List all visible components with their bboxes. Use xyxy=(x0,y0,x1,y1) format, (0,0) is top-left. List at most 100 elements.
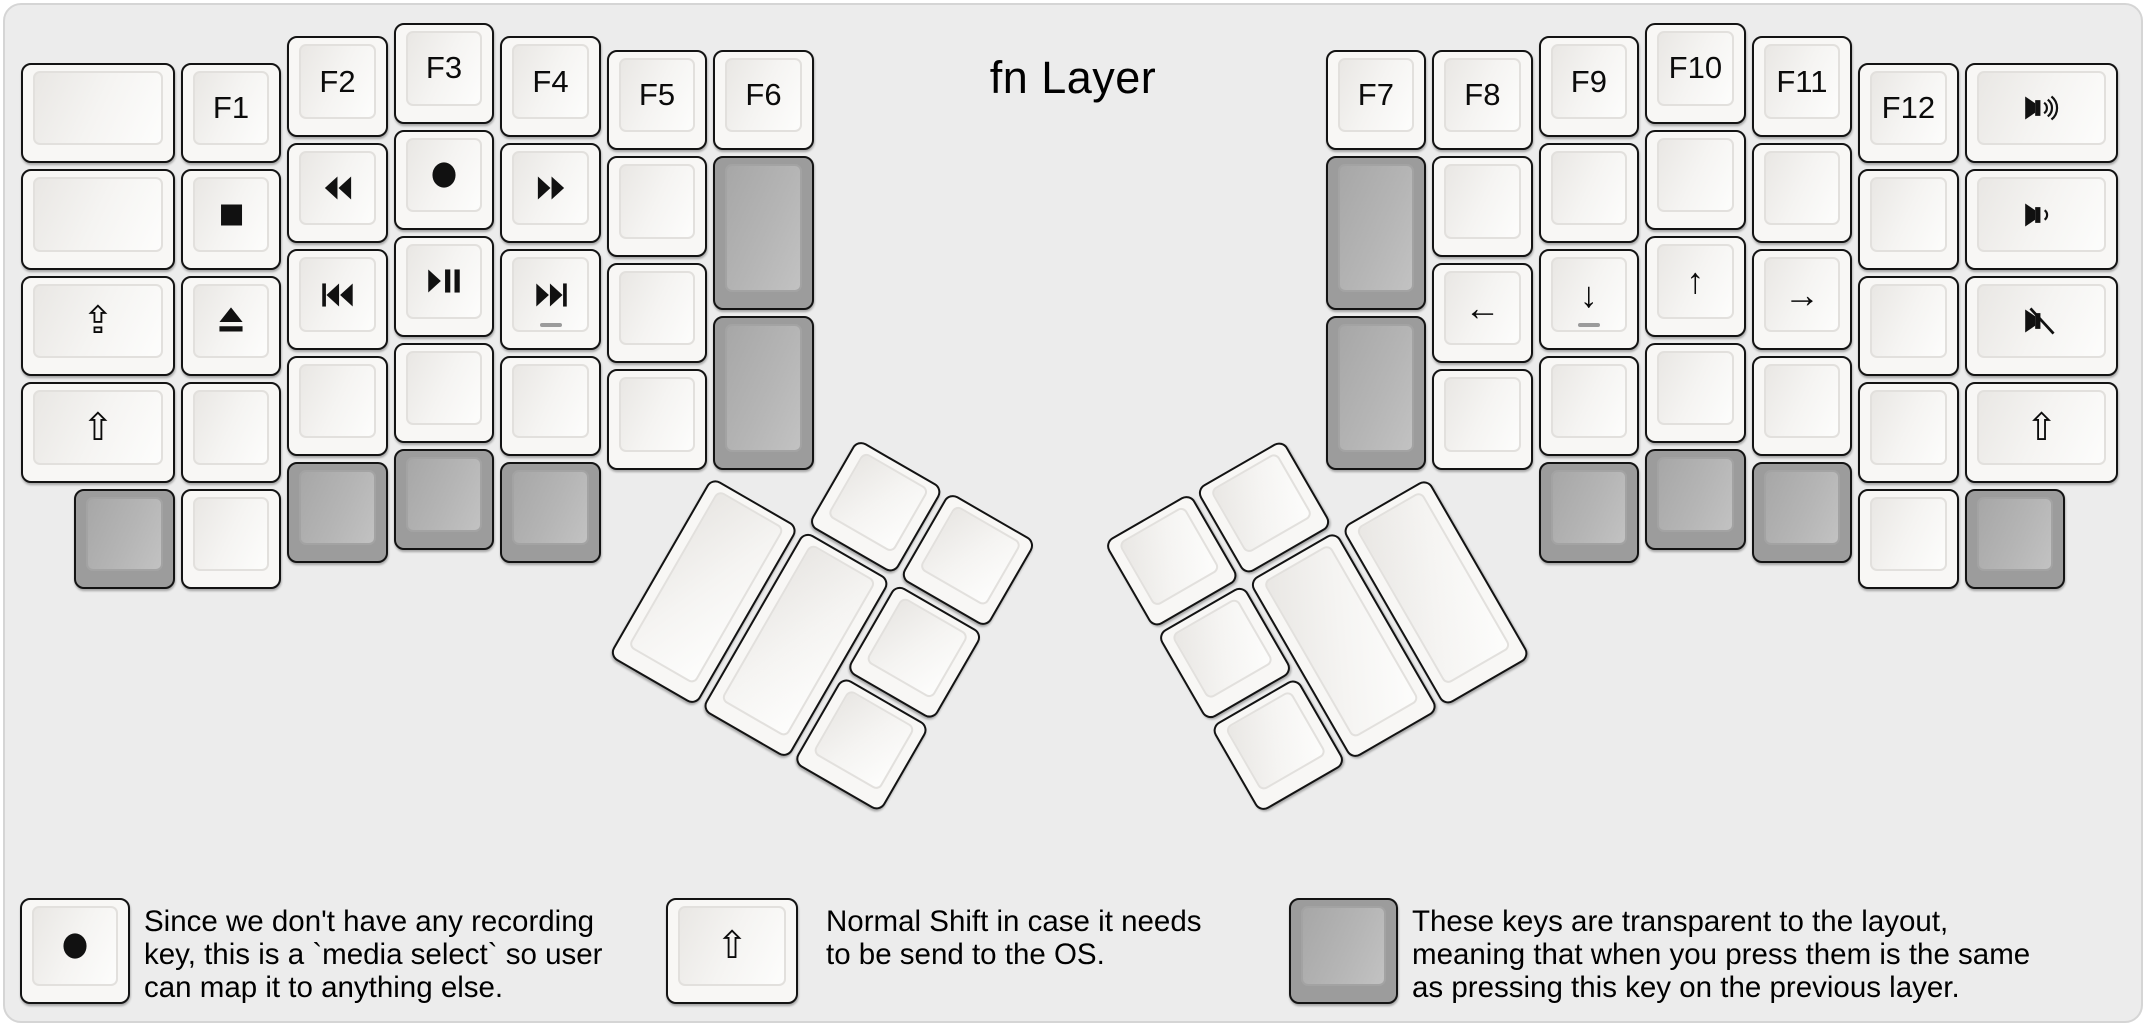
keytop xyxy=(192,496,270,572)
key-play-pause xyxy=(393,236,495,337)
keytop xyxy=(405,244,483,319)
key-cap: F6 xyxy=(715,52,812,139)
homing-bar xyxy=(539,323,562,327)
key-mute xyxy=(1964,275,2119,377)
key-f11: F11 xyxy=(1751,36,1853,137)
key-f9: F9 xyxy=(1538,36,1640,137)
key-transparent xyxy=(713,156,814,310)
key-cap xyxy=(289,251,386,338)
key-cap: ← xyxy=(1434,265,1531,352)
key-label: F9 xyxy=(1570,63,1607,99)
key-transparent xyxy=(500,462,601,563)
keytop xyxy=(1444,57,1521,133)
key-prev-track xyxy=(287,249,388,350)
keytop xyxy=(1337,164,1415,292)
stop-icon xyxy=(210,199,252,231)
key-blank xyxy=(606,369,708,470)
key-vol-down xyxy=(1964,169,2119,270)
play-pause-icon xyxy=(423,265,465,297)
layer-title: fn Layer xyxy=(989,52,1157,103)
key-cap: ⇧ xyxy=(23,384,173,471)
key-transparent xyxy=(1325,156,1427,310)
keytop xyxy=(1301,906,1386,986)
key-eject xyxy=(180,275,282,377)
key-label: F1 xyxy=(212,90,250,126)
key-transparent xyxy=(1751,462,1853,563)
key-transparent xyxy=(393,449,495,550)
key-label: F6 xyxy=(745,76,782,112)
caps-lock-icon: ⇪ xyxy=(81,300,114,343)
prev-track-icon xyxy=(317,279,359,311)
key-blank xyxy=(287,355,388,457)
key-blank xyxy=(180,382,282,483)
keytop xyxy=(1337,57,1415,133)
arrow-left-icon: ← xyxy=(1464,286,1501,328)
keytop xyxy=(1763,363,1841,439)
key-transparent xyxy=(713,315,814,470)
arrow-up-icon: ↑ xyxy=(1686,260,1705,302)
key-blank xyxy=(606,156,708,257)
legend-text-shift: Normal Shift in case it needs to be send… xyxy=(826,905,1201,971)
keytop xyxy=(86,496,163,572)
key-label: F3 xyxy=(425,50,463,86)
key-caps-lock: ⇪ xyxy=(21,275,175,377)
keytop xyxy=(192,390,270,465)
next-track-icon xyxy=(530,279,572,311)
keytop xyxy=(1444,377,1521,452)
key-f2: F2 xyxy=(287,36,388,137)
key-f5: F5 xyxy=(606,49,708,151)
key-cap: ↑ xyxy=(1647,238,1744,325)
keytop xyxy=(1550,44,1628,119)
key-cap xyxy=(289,145,386,232)
key-cap xyxy=(396,238,493,325)
key-cap: → xyxy=(1754,251,1851,338)
keytop xyxy=(299,150,376,226)
keytop xyxy=(1870,70,1947,146)
legend-line: Normal Shift in case it needs xyxy=(826,905,1202,938)
key-blank xyxy=(1858,382,1959,483)
keytop xyxy=(33,390,163,465)
vol-down-icon xyxy=(2021,199,2063,231)
arrow-right-icon: → xyxy=(1783,273,1820,315)
keytop xyxy=(1550,470,1628,545)
key-label: F2 xyxy=(319,63,356,99)
key-shift: ⇧ xyxy=(21,382,175,483)
key-label: F7 xyxy=(1357,76,1394,112)
key-blank xyxy=(1858,488,1959,590)
key-arrow-up: ↑ xyxy=(1645,236,1746,337)
key-transparent xyxy=(74,488,175,590)
keytop xyxy=(1657,457,1734,532)
keytop xyxy=(33,283,163,359)
legend-line: These keys are transparent to the layout… xyxy=(1412,905,1949,938)
shift-icon: ⇧ xyxy=(81,406,114,449)
legend-text-transparent: These keys are transparent to the layout… xyxy=(1412,905,2030,1004)
keytop xyxy=(1657,350,1734,425)
key-blank xyxy=(1858,169,1959,270)
key-arrow-right: → xyxy=(1751,249,1853,350)
key-cap xyxy=(502,251,599,338)
vol-up-icon xyxy=(2021,92,2063,124)
key-cap xyxy=(22,900,128,992)
key-cap: F10 xyxy=(1647,25,1744,112)
key-blank xyxy=(606,262,708,364)
key-arrow-left: ← xyxy=(1432,262,1533,364)
key-label: F8 xyxy=(1464,76,1501,112)
key-vol-up xyxy=(1964,62,2119,164)
key-cap: ↓ xyxy=(1541,251,1638,338)
key-cap xyxy=(1967,65,2117,152)
keytop xyxy=(618,164,696,239)
key-label: F10 xyxy=(1668,50,1723,86)
legend-text-record: Since we don't have any recording key, t… xyxy=(144,905,603,1004)
record-icon xyxy=(54,930,96,962)
legend-line: can map it to anything else. xyxy=(144,971,504,1004)
legend-line: meaning that when you press them is the … xyxy=(1412,938,2031,971)
keytop xyxy=(618,377,696,452)
homing-bar xyxy=(1577,323,1600,327)
key-cap xyxy=(502,145,599,232)
key-blank xyxy=(1538,355,1640,457)
keytop xyxy=(192,70,270,146)
key-blank xyxy=(21,62,175,164)
keytop xyxy=(1976,390,2107,465)
key-label: F11 xyxy=(1776,63,1828,99)
